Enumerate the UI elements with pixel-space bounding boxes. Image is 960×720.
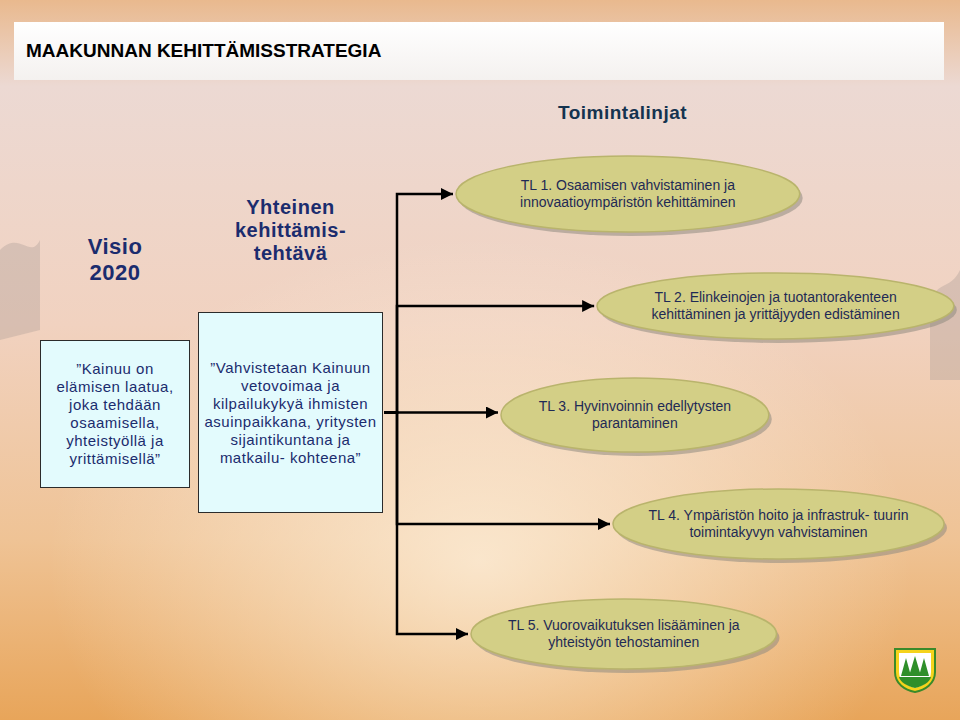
box-body: ”Vahvistetaan Kainuun vetovoimaa ja kilp…: [204, 359, 377, 467]
box-heading: Visio 2020: [67, 234, 163, 285]
action-line-ellipse: TL 3. Hyvinvoinnin edellytysten parantam…: [500, 377, 770, 453]
action-line-ellipse: TL 4. Ympäristön hoito ja infrastruk- tu…: [612, 488, 945, 560]
vision-box: Visio 2020”Kainuu on elämisen laatua, jo…: [40, 340, 190, 488]
action-line-ellipse: TL 1. Osaamisen vahvistaminen ja innovaa…: [455, 155, 801, 233]
mission-box: Yhteinen kehittämis- tehtävä”Vahvistetaa…: [198, 312, 383, 513]
action-line-text: TL 4. Ympäristön hoito ja infrastruk- tu…: [644, 507, 914, 541]
strategy-arrow: [384, 413, 468, 635]
ellipse-face: [456, 156, 800, 232]
kainuu-logo: [892, 646, 938, 694]
title-bar: MAAKUNNAN KEHITTÄMISSTRATEGIA: [14, 22, 944, 80]
action-line-text: TL 3. Hyvinvoinnin edellytysten parantam…: [525, 398, 745, 432]
action-line-text: TL 1. Osaamisen vahvistaminen ja innovaa…: [483, 177, 773, 211]
ellipse-face: [471, 599, 777, 669]
ellipse-face: [613, 489, 944, 559]
section-label: Toimintalinjat: [558, 102, 687, 124]
box-heading: Yhteinen kehittämis- tehtävä: [216, 196, 366, 265]
slide-title: MAAKUNNAN KEHITTÄMISSTRATEGIA: [26, 40, 381, 62]
box-body: ”Kainuu on elämisen laatua, joka tehdään…: [46, 360, 184, 468]
ellipse-face: [501, 378, 769, 452]
ellipse-face: [597, 273, 954, 339]
strategy-arrow: [384, 411, 498, 414]
strategy-arrow: [384, 194, 453, 413]
action-line-ellipse: TL 2. Elinkeinojen ja tuotantorakenteen …: [596, 272, 955, 340]
action-line-ellipse: TL 5. Vuorovaikutuksen lisääminen ja yht…: [470, 598, 778, 670]
action-line-text: TL 5. Vuorovaikutuksen lisääminen ja yht…: [499, 617, 749, 651]
action-line-text: TL 2. Elinkeinojen ja tuotantorakenteen …: [631, 289, 921, 323]
